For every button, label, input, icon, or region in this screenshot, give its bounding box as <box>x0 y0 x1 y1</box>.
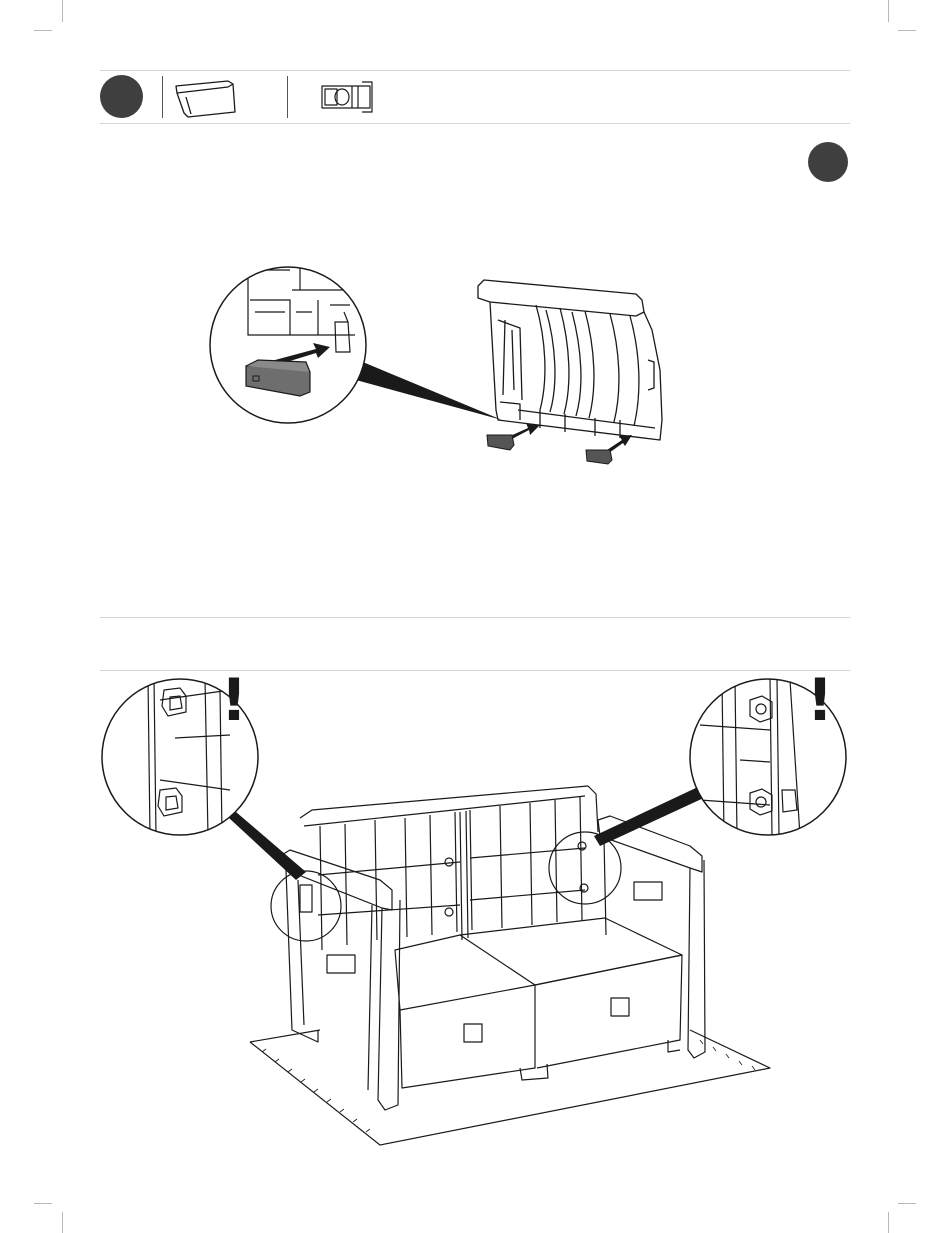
crop-mark-bottom-right-v <box>888 1212 889 1233</box>
step-badge <box>100 75 143 118</box>
crop-mark-bottom-left-v <box>62 1212 63 1233</box>
crop-mark-top-right-h <box>898 30 916 31</box>
crop-mark-top-left-h <box>34 30 52 31</box>
crop-mark-top-right-v <box>888 0 889 22</box>
step-a-badge <box>808 142 848 182</box>
parts-strip-top-rule <box>100 70 850 71</box>
parts-strip-bottom-rule <box>100 123 850 124</box>
section-divider-top <box>100 617 850 618</box>
crop-mark-bottom-right-h <box>898 1203 916 1204</box>
section-divider-bottom <box>100 670 850 671</box>
crop-mark-bottom-left-h <box>34 1203 52 1204</box>
parts-separator-1 <box>162 76 163 118</box>
crop-mark-top-left-v <box>62 0 63 22</box>
warning-left: ! <box>220 670 248 730</box>
warning-right: ! <box>806 670 834 730</box>
parts-separator-2 <box>287 76 288 118</box>
